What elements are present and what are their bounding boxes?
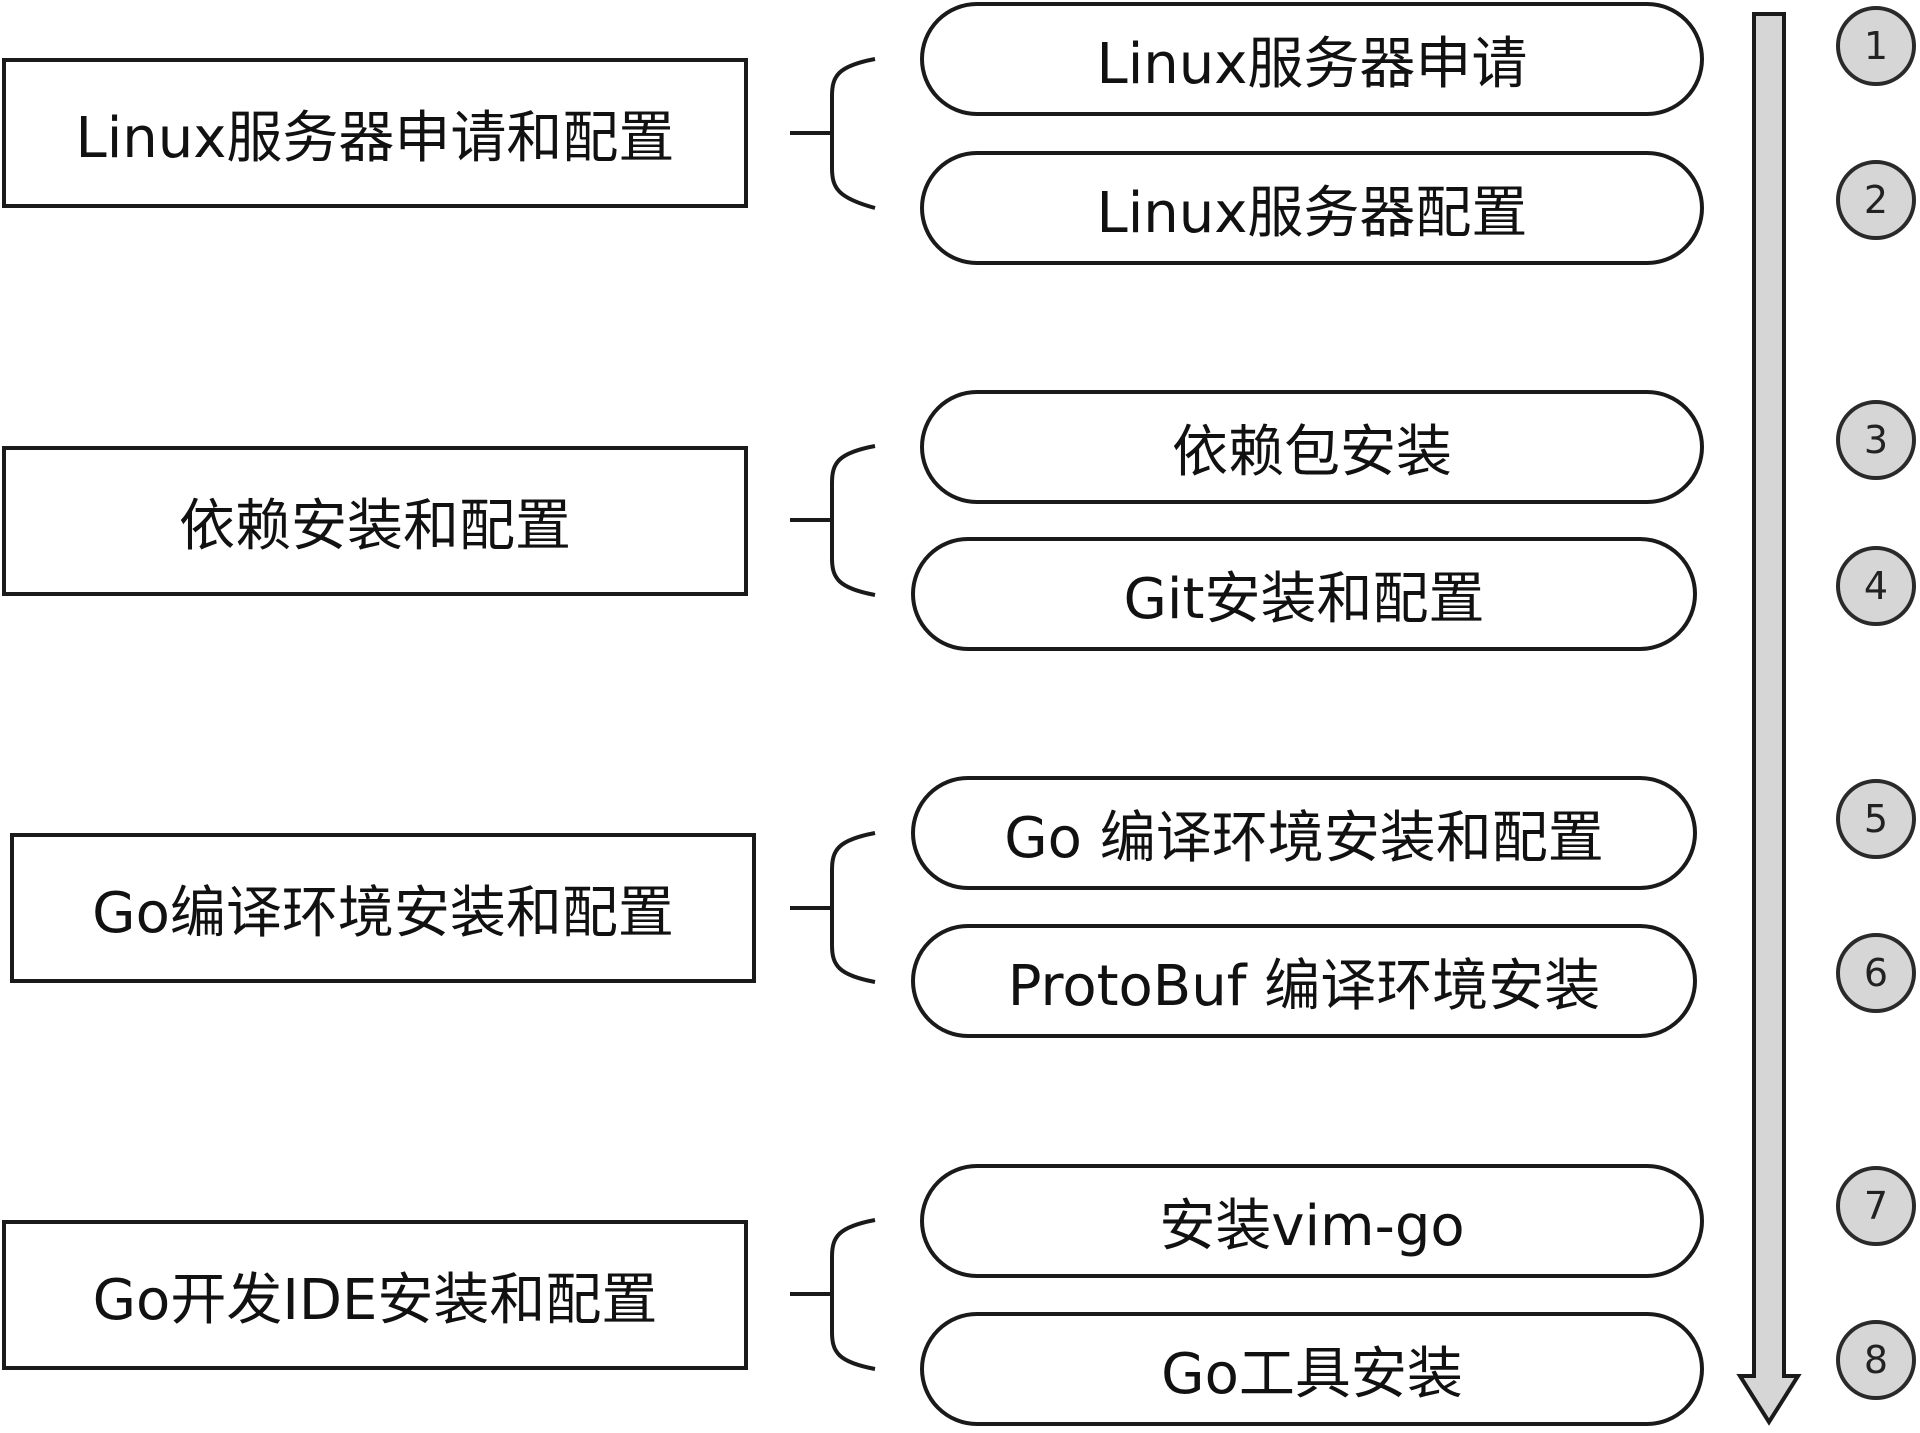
bracket-group-1 <box>830 57 876 210</box>
step-pill-5: Go 编译环境安装和配置 <box>911 776 1697 890</box>
process-arrow <box>1736 12 1802 1426</box>
group-box-dependencies: 依赖安装和配置 <box>2 446 748 596</box>
step-number-5: 5 <box>1836 779 1916 859</box>
step-number-4: 4 <box>1836 546 1916 626</box>
step-pill-3: 依赖包安装 <box>920 390 1704 504</box>
step-number-1: 1 <box>1836 6 1916 86</box>
group-box-linux-server: Linux服务器申请和配置 <box>2 58 748 208</box>
group-box-go-compiler: Go编译环境安装和配置 <box>10 833 756 983</box>
step-pill-4: Git安装和配置 <box>911 537 1697 651</box>
group-box-go-ide: Go开发IDE安装和配置 <box>2 1220 748 1370</box>
step-pill-2: Linux服务器配置 <box>920 151 1704 265</box>
bracket-group-4 <box>830 1218 876 1371</box>
step-pill-1: Linux服务器申请 <box>920 2 1704 116</box>
bracket-group-3 <box>830 831 876 984</box>
step-pill-7: 安装vim-go <box>920 1164 1704 1278</box>
step-number-3: 3 <box>1836 400 1916 480</box>
step-pill-6: ProtoBuf 编译环境安装 <box>911 924 1697 1038</box>
step-number-6: 6 <box>1836 933 1916 1013</box>
step-number-7: 7 <box>1836 1166 1916 1246</box>
step-number-8: 8 <box>1836 1320 1916 1400</box>
bracket-group-2 <box>830 444 876 597</box>
step-pill-8: Go工具安装 <box>920 1312 1704 1426</box>
step-number-2: 2 <box>1836 160 1916 240</box>
